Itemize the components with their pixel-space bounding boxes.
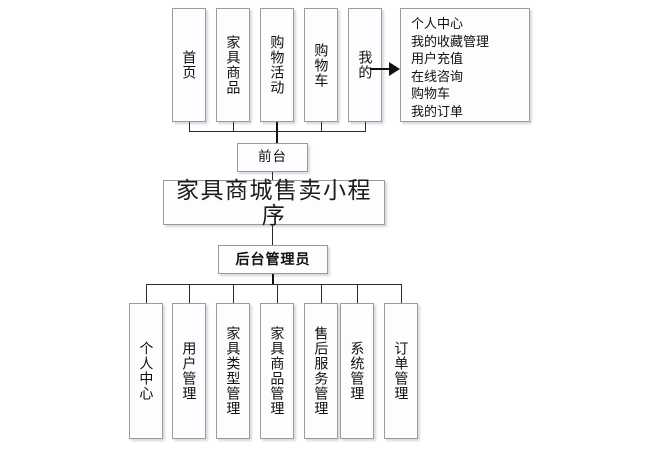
connector-furniture-goods-management-stub xyxy=(277,284,278,303)
connector-frontend-to-title xyxy=(272,172,273,180)
mine-submenu-panel: 个人中心 我的收藏管理 用户充值 在线咨询 购物车 我的订单 xyxy=(400,8,530,122)
arrow-head-icon xyxy=(389,62,400,76)
admin-node[interactable]: 后台管理员 xyxy=(218,245,328,274)
bottom-module-order-management-label: 订单管理 xyxy=(393,341,410,401)
bottom-module-personal-center-label: 个人中心 xyxy=(138,341,155,401)
connector-mine-stub xyxy=(365,122,366,131)
admin-node-label: 后台管理员 xyxy=(235,251,311,268)
arrow-shaft-icon xyxy=(370,68,390,70)
connector-admin-stub xyxy=(272,274,274,284)
submenu-item-my-orders[interactable]: 我的订单 xyxy=(411,103,464,119)
submenu-item-personal-center[interactable]: 个人中心 xyxy=(411,16,464,31)
top-module-furniture-goods-label: 家具商品 xyxy=(225,35,242,95)
connector-cart-stub xyxy=(321,122,322,131)
connector-furniture-type-management-stub xyxy=(233,284,234,303)
top-module-furniture-goods[interactable]: 家具商品 xyxy=(216,8,250,122)
top-module-mine[interactable]: 我的 xyxy=(348,8,382,122)
bottom-module-aftersale-management[interactable]: 售后服务管理 xyxy=(304,303,338,439)
connector-home-stub xyxy=(189,122,190,131)
bottom-module-system-management[interactable]: 系统管理 xyxy=(340,303,374,439)
top-module-cart-label: 购物车 xyxy=(313,42,330,88)
bottom-module-aftersale-management-label: 售后服务管理 xyxy=(313,326,330,416)
bottom-module-user-management[interactable]: 用户管理 xyxy=(172,303,206,439)
bottom-module-furniture-type-management-label: 家具类型管理 xyxy=(225,326,242,416)
top-module-mine-label: 我的 xyxy=(357,50,374,80)
connector-personal-center-stub xyxy=(146,284,147,303)
submenu-item-user-recharge[interactable]: 用户充值 xyxy=(411,51,464,66)
system-title-node: 家具商城售卖小程序 xyxy=(163,177,385,228)
submenu-item-cart[interactable]: 购物车 xyxy=(411,86,451,101)
submenu-item-online-consult[interactable]: 在线咨询 xyxy=(411,68,464,84)
frontend-node[interactable]: 前台 xyxy=(237,143,308,172)
connector-aftersale-management-stub xyxy=(321,284,322,303)
top-module-shopping-activity[interactable]: 购物活动 xyxy=(260,8,294,122)
bottom-module-furniture-type-management[interactable]: 家具类型管理 xyxy=(216,303,250,439)
connector-title-to-admin xyxy=(272,225,273,245)
top-module-home[interactable]: 首页 xyxy=(172,8,206,122)
frontend-node-label: 前台 xyxy=(258,149,287,165)
connector-shopping-activity-stub xyxy=(276,122,278,143)
connector-bottom-bus xyxy=(146,284,401,285)
top-module-shopping-activity-label: 购物活动 xyxy=(269,35,286,95)
bottom-module-order-management[interactable]: 订单管理 xyxy=(384,303,418,439)
connector-furniture-goods-stub xyxy=(233,122,234,131)
bottom-module-user-management-label: 用户管理 xyxy=(181,341,198,401)
connector-order-management-stub xyxy=(401,284,402,303)
connector-top-bus xyxy=(189,131,366,132)
bottom-module-personal-center[interactable]: 个人中心 xyxy=(129,303,163,439)
bottom-module-furniture-goods-management-label: 家具商品管理 xyxy=(269,326,286,416)
connector-user-management-stub xyxy=(189,284,190,303)
bottom-module-furniture-goods-management[interactable]: 家具商品管理 xyxy=(260,303,294,439)
top-module-cart[interactable]: 购物车 xyxy=(304,8,338,122)
submenu-item-favorites-management[interactable]: 我的收藏管理 xyxy=(411,33,490,49)
top-module-home-label: 首页 xyxy=(181,50,198,80)
bottom-module-system-management-label: 系统管理 xyxy=(349,341,366,401)
page-title: 家具商城售卖小程序 xyxy=(176,177,372,228)
connector-system-management-stub xyxy=(357,284,358,303)
